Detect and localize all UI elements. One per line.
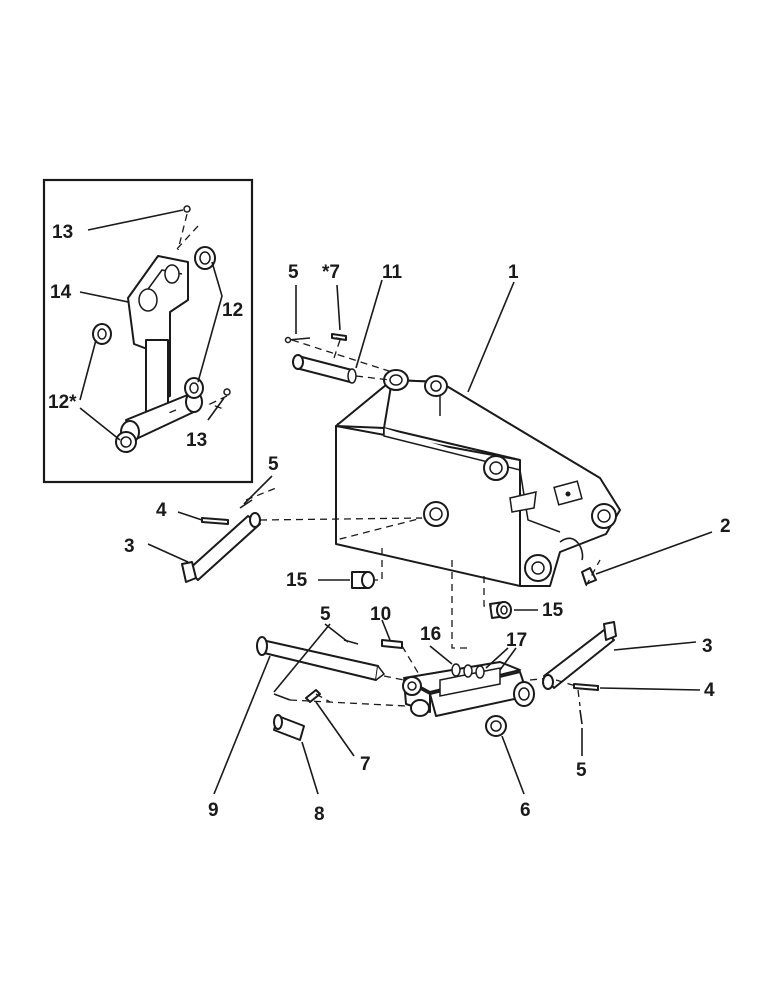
grease-fitting-2 (581, 567, 597, 585)
callout-8: 8 (314, 804, 325, 825)
callout-4-right: 4 (704, 680, 715, 701)
callout-5-lower: 5 (320, 604, 331, 625)
callout-labels: 13 14 12 12* 13 5 *7 11 1 5 4 3 2 15 15 … (48, 222, 731, 825)
callout-10: 10 (370, 604, 391, 625)
upper-pin-assembly (284, 279, 515, 393)
callout-12: 12 (222, 300, 243, 321)
callout-13-lower: 13 (186, 430, 207, 451)
callout-9: 9 (208, 800, 219, 821)
bushings-15 (318, 531, 713, 649)
callout-13-upper: 13 (52, 222, 73, 243)
callout-3-left: 3 (124, 536, 135, 557)
callout-12-starred: 12* (48, 392, 77, 413)
callout-5-right: 5 (576, 760, 587, 781)
callout-7-lower: 7 (360, 754, 371, 775)
callout-5-left: 5 (268, 454, 279, 475)
callout-2: 2 (720, 516, 731, 537)
callout-15-left: 15 (286, 570, 308, 591)
left-pin-assembly (147, 475, 423, 583)
right-pin-assembly (542, 621, 701, 756)
inset-detail (42, 178, 254, 484)
callout-5-upper: 5 (288, 262, 299, 283)
callout-15-right: 15 (542, 600, 564, 621)
callout-6: 6 (520, 800, 531, 821)
callout-14: 14 (50, 282, 72, 303)
callout-17: 17 (506, 630, 527, 651)
callout-11: 11 (382, 262, 403, 283)
lower-assembly (213, 619, 551, 795)
callout-7-starred: *7 (322, 262, 340, 283)
callout-16: 16 (420, 624, 441, 645)
callout-4-left: 4 (156, 500, 167, 521)
callout-3-right: 3 (702, 636, 713, 657)
callout-1: 1 (508, 262, 519, 283)
main-frame (335, 369, 621, 587)
